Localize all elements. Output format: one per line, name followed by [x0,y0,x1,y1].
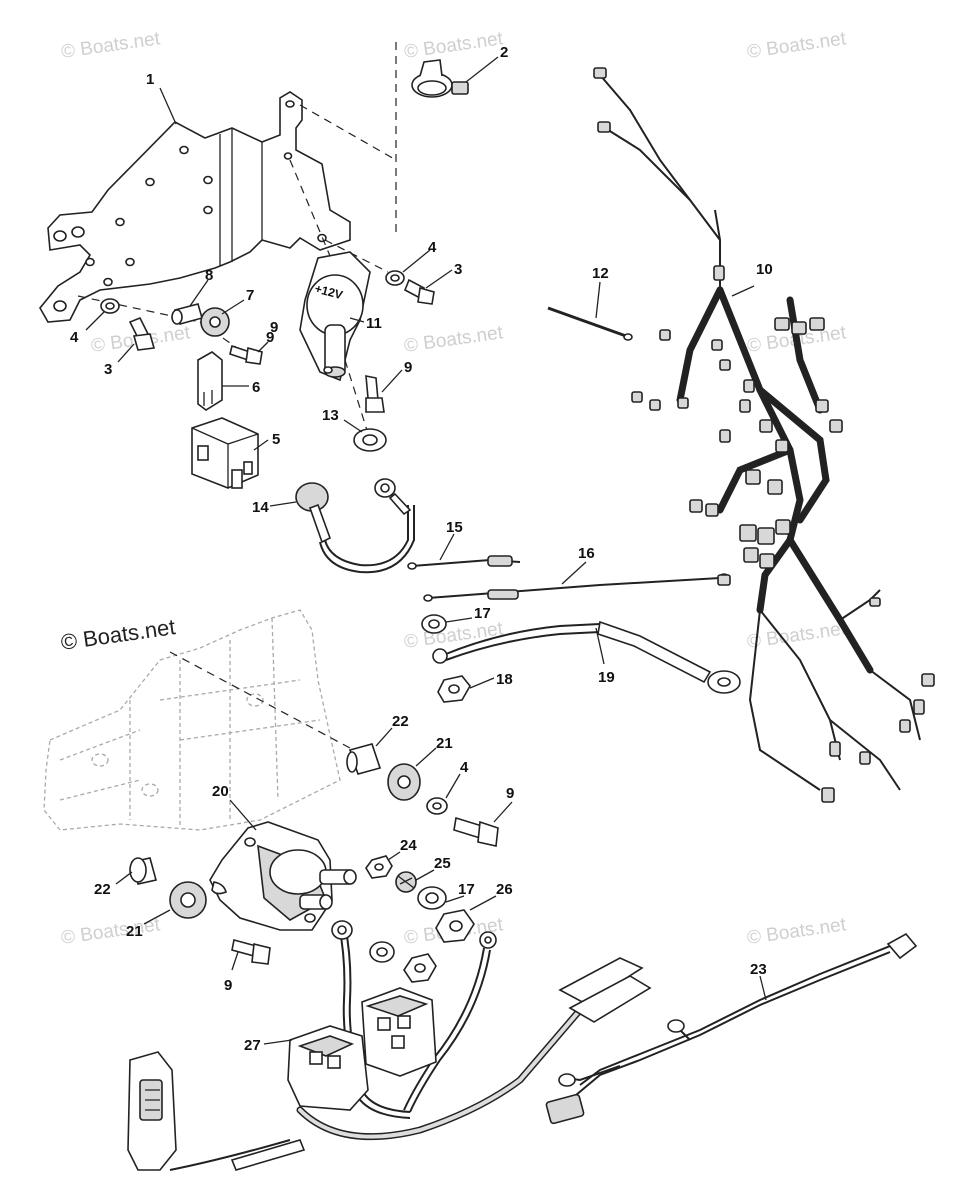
callout-label: 3 [104,361,112,378]
callout-label: 2 [500,44,508,61]
callout-label: 7 [246,287,254,304]
callout-label: 1 [146,71,154,88]
callout-label: 6 [252,379,260,396]
watermark: © Boats.net [403,28,505,63]
callout-label: 15 [446,519,463,536]
callout-label: 11 [366,315,382,332]
part-bracket [39,91,351,323]
callout-label: 21 [126,923,143,940]
callout-label: 4 [70,329,79,346]
hardware-top [100,270,435,452]
callouts: 1 2 3 4 3 4 5 6 7 8 9 9 10 11 9 12 13 14… [70,44,773,1054]
watermark: © Boats.net [403,322,505,357]
callout-label: 27 [244,1037,261,1054]
callout-label: 17 [458,881,475,898]
callout-label: 14 [252,499,269,516]
callout-label: 13 [322,407,339,424]
callout-label: 17 [474,605,491,622]
watermark: © Boats.net [746,28,848,63]
part-clip [197,351,223,411]
callout-label: 24 [400,837,417,854]
callout-label: 4 [460,759,469,776]
hardware-solenoid-studs [365,855,475,983]
callout-label: 26 [496,881,513,898]
part-cable-tie [547,306,633,341]
part-relay [191,417,259,489]
watermark: © Boats.net [746,618,848,653]
callout-label: 3 [454,261,462,278]
callout-label: 5 [272,431,280,448]
part-relay-harness [127,920,652,1171]
callout-label: 9 [224,977,232,994]
callout-label: 9 [506,785,514,802]
callout-label: 9 [404,359,412,376]
leader-lines [85,56,767,1045]
cables-middle [295,478,741,703]
part-starter-solenoid [209,821,357,931]
callout-label: 10 [756,261,773,278]
callout-label: 4 [428,239,437,256]
part-pigtail-harness [545,932,918,1125]
callout-label: 18 [496,671,513,688]
callout-label: 8 [205,267,213,284]
callout-label: 22 [94,881,111,898]
callout-label: 23 [750,961,767,978]
callout-label: 21 [436,735,453,752]
watermark: © Boats.net [403,618,505,653]
callout-label: 25 [434,855,451,872]
hardware-lower-right [346,743,499,847]
callout-label: 16 [578,545,595,562]
callout-label: 22 [392,713,409,730]
part-wiring-harness [593,67,935,803]
watermark: © Boats.net [60,914,162,949]
hardware-lower-left [129,857,271,965]
callout-label: 9 [270,319,278,336]
watermark: © Boats.net [746,914,848,949]
watermark: © Boats.net [59,614,177,655]
part-12v-component: +12V [299,251,371,382]
callout-label: 19 [598,669,615,686]
callout-label: 9 [266,329,274,346]
callout-label: 20 [212,783,229,800]
watermark: © Boats.net [60,28,162,63]
ghost-engine-block [43,609,351,831]
part-clamp [411,59,469,98]
callout-label: 12 [592,265,609,282]
